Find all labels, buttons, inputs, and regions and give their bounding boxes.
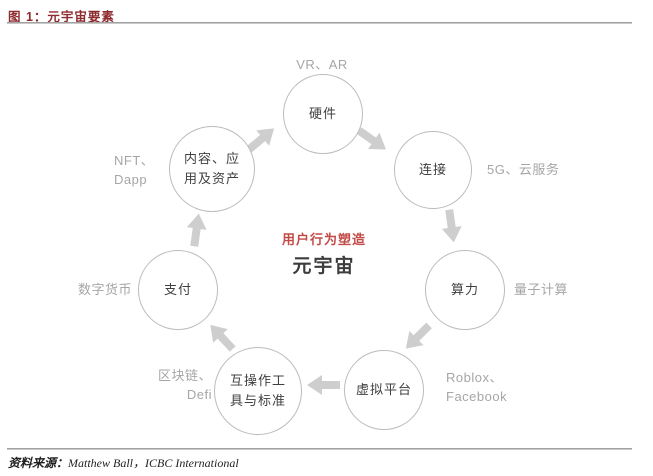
arrow-platform-to-interoperability-icon <box>307 373 340 397</box>
node-interoperability: 互操作工 具与标准 <box>214 347 302 435</box>
node-connection: 连接 <box>394 131 472 209</box>
center-title: 元宇宙 <box>292 256 356 277</box>
node-label: 硬件 <box>308 106 337 121</box>
annotation-connection: 5G、云服务 <box>487 162 560 177</box>
annotation-content-assets: NFT、 Dapp <box>114 153 155 187</box>
arrow-content-to-hardware-icon <box>241 119 282 159</box>
node-label: 内容、应 用及资产 <box>183 151 240 186</box>
source-line: 资料来源：Matthew Ball，ICBC International <box>8 454 239 471</box>
annotation-payment: 数字货币 <box>77 282 132 297</box>
diagram-center: 用户行为塑造 元宇宙 <box>244 229 404 278</box>
title-divider <box>7 22 632 24</box>
annotation-virtual-platform: Roblox、 Facebook <box>446 370 508 404</box>
figure-title: 图 1：元宇宙要素 <box>8 10 115 24</box>
annotation-hardware: VR、AR <box>296 57 348 72</box>
arrow-computing-to-platform-icon <box>397 317 437 357</box>
arrow-connection-to-computing-icon <box>437 208 465 244</box>
center-subtitle: 用户行为塑造 <box>281 232 366 247</box>
node-hardware: 硬件 <box>283 74 363 154</box>
node-computing-power: 算力 <box>425 250 505 330</box>
arrow-interoperability-to-payment-icon <box>201 317 241 358</box>
arrow-payment-to-content-icon <box>182 212 210 248</box>
annotation-interoperability: 区块链、 Defi <box>157 368 212 402</box>
source-text: Matthew Ball，ICBC International <box>68 456 239 470</box>
node-label: 支付 <box>163 282 192 297</box>
source-label: 资料来源： <box>8 456 69 470</box>
node-payment: 支付 <box>138 250 218 330</box>
node-label: 连接 <box>418 162 447 177</box>
node-label: 互操作工 具与标准 <box>229 373 286 408</box>
node-virtual-platform: 虚拟平台 <box>344 350 424 430</box>
node-label: 算力 <box>450 282 479 297</box>
node-content-assets: 内容、应 用及资产 <box>169 126 255 212</box>
footer-divider <box>7 448 632 450</box>
node-label: 虚拟平台 <box>355 382 412 397</box>
annotation-computing-power: 量子计算 <box>514 282 569 297</box>
arrow-hardware-to-connection-icon <box>352 121 393 160</box>
